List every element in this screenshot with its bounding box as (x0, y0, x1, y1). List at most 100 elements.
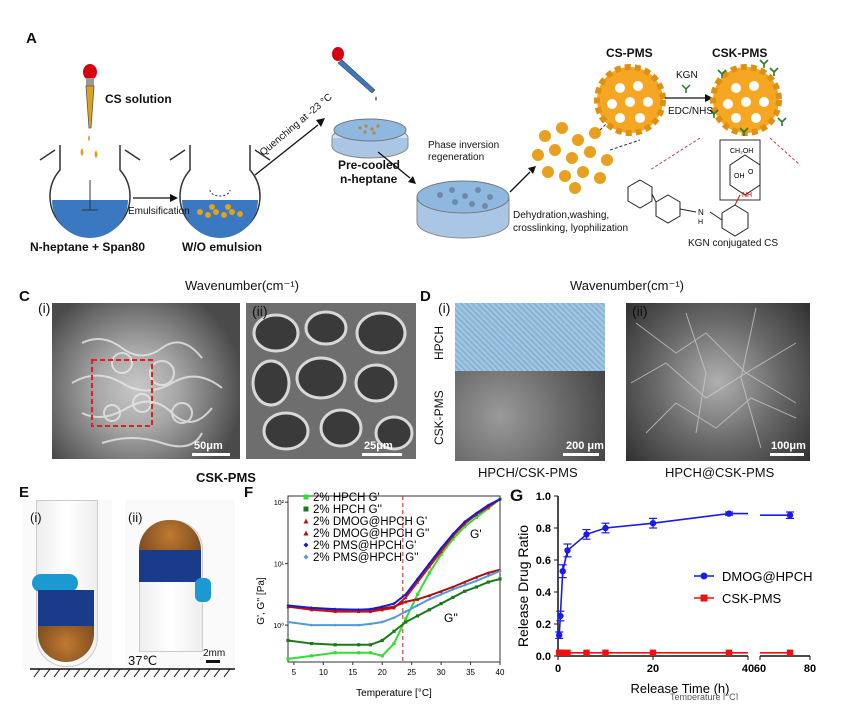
cs-solution-label: CS solution (105, 92, 172, 106)
data-point (474, 585, 479, 589)
panel-label-d-ii: (ii) (632, 303, 648, 319)
y-tick-label: 10¹ (274, 562, 285, 569)
x-tick-label: 40 (742, 663, 754, 675)
data-point (564, 649, 571, 656)
x-axis-label: Release Time (h) (631, 681, 730, 696)
data-point (368, 651, 373, 655)
phase-inversion-label-1: Phase inversion (428, 140, 500, 151)
g-double-prime-annotation: G'' (444, 611, 458, 625)
data-point (380, 606, 384, 611)
data-point (404, 595, 408, 600)
y-tick-label: 0.0 (536, 651, 551, 663)
data-point (583, 649, 590, 656)
data-point (392, 629, 396, 633)
x-tick-label: 20 (378, 668, 387, 677)
cs-pms-particle-icon (594, 64, 666, 136)
data-point (286, 638, 290, 643)
x-tick-label: 10 (319, 668, 328, 677)
data-point (427, 571, 431, 575)
panel-c-header: Wavenumber(cm⁻¹) (185, 278, 300, 293)
data-point (649, 649, 657, 656)
data-point (415, 597, 420, 601)
heptane-span-label: N-heptane + Span80 (30, 240, 146, 254)
data-point (404, 620, 408, 624)
scale-bar (770, 453, 804, 456)
csk-pms-label: CSK-PMS (712, 46, 768, 60)
x-tick-label: 0 (555, 663, 561, 675)
y-tick-label: 0.8 (536, 523, 551, 535)
data-point (498, 569, 502, 573)
y-tick-label: 1.0 (536, 491, 551, 503)
release-chart: Release Drug Ratio Release Time (h) Temp… (515, 491, 816, 700)
data-point (649, 520, 657, 527)
data-point (392, 601, 396, 606)
sem-image-d-ii (626, 303, 810, 461)
cs-pms-label: CS-PMS (606, 46, 653, 60)
dehydration-label-1: Dehydration,washing, (513, 210, 610, 221)
mol-n-label: N (698, 208, 704, 217)
panel-d-caption-ii: HPCH@CSK-PMS (665, 465, 775, 480)
panel-label-c: C (19, 288, 30, 305)
panel-label-e-i: (i) (30, 510, 42, 525)
photo-tube-i (22, 500, 112, 670)
data-point (451, 595, 455, 600)
sem-image-d-i (455, 303, 605, 461)
pipette-icon (80, 64, 98, 158)
data-point (309, 606, 314, 610)
series-line (287, 498, 501, 660)
x-tick-label: 40 (496, 668, 505, 677)
data-point (486, 580, 490, 584)
data-point (463, 522, 467, 526)
data-point (404, 609, 408, 614)
data-point (380, 605, 384, 609)
panel-label-d: D (420, 288, 431, 305)
series-line (287, 570, 501, 627)
mol-o-label: O (748, 169, 754, 176)
data-point (439, 601, 443, 606)
x-axis-label: Temperature [°C] (356, 688, 432, 699)
data-point (309, 608, 314, 612)
data-point (380, 638, 384, 643)
flask-emulsion-icon (169, 145, 271, 238)
data-point (415, 614, 420, 618)
data-point (559, 568, 566, 575)
data-point (725, 510, 733, 517)
schematic-diagram: CH₂OH OH O NH N H (39, 47, 801, 239)
data-point (392, 641, 396, 646)
scale-label: 25μm (364, 440, 393, 452)
data-point (725, 649, 733, 656)
panel-label-e: E (19, 484, 30, 501)
scale-bar (563, 453, 599, 456)
data-point (463, 580, 467, 584)
legend-entry: 2% HPCH G' (313, 492, 380, 504)
data-point (427, 608, 431, 612)
overlap-text: Temperature [°C] (670, 692, 738, 700)
panel-d-caption-i: HPCH/CSK-PMS (478, 465, 578, 480)
phase-inversion-label-2: regeneration (428, 152, 485, 163)
data-point (474, 515, 479, 520)
data-point (404, 592, 408, 596)
data-point (439, 549, 443, 553)
x-tick-label: 30 (437, 668, 446, 677)
y-tick-label: 10⁰ (273, 622, 284, 630)
data-point (439, 589, 443, 593)
legend-entry: 2% DMOG@HPCH G' (313, 516, 427, 528)
data-point (368, 607, 373, 611)
x-tick-label: 80 (804, 663, 816, 675)
temperature-label: 37℃ (128, 653, 158, 668)
kgn-conjugated-label: KGN conjugated CS (688, 238, 779, 249)
data-point (303, 494, 309, 500)
data-point (700, 594, 708, 602)
panel-label-a: A (26, 30, 37, 47)
data-point (564, 547, 571, 554)
data-point (303, 530, 309, 536)
data-point (602, 524, 609, 532)
panel-label-d-i: (i) (438, 300, 451, 316)
series-line (287, 498, 501, 613)
data-point (474, 511, 479, 515)
data-point (498, 577, 502, 581)
scale-label: 200 μm (566, 440, 604, 452)
panel-label-g: G (510, 486, 524, 505)
panel-d-header: Wavenumber(cm⁻¹) (570, 278, 685, 293)
